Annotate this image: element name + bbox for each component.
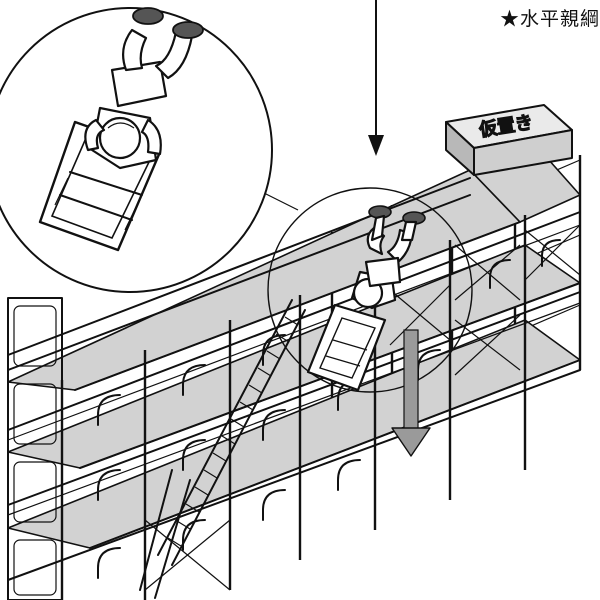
fall-arrow <box>391 329 431 457</box>
storage-box: 仮置き <box>445 104 573 176</box>
top-down-arrow <box>368 0 384 156</box>
page-title: ★水平親綱 <box>499 8 600 30</box>
stair-ladder <box>139 299 306 599</box>
magnified-detail <box>0 7 273 293</box>
scaffold-end-frame <box>7 297 63 600</box>
highlight-circle <box>267 187 473 393</box>
falling-worker <box>306 205 426 392</box>
